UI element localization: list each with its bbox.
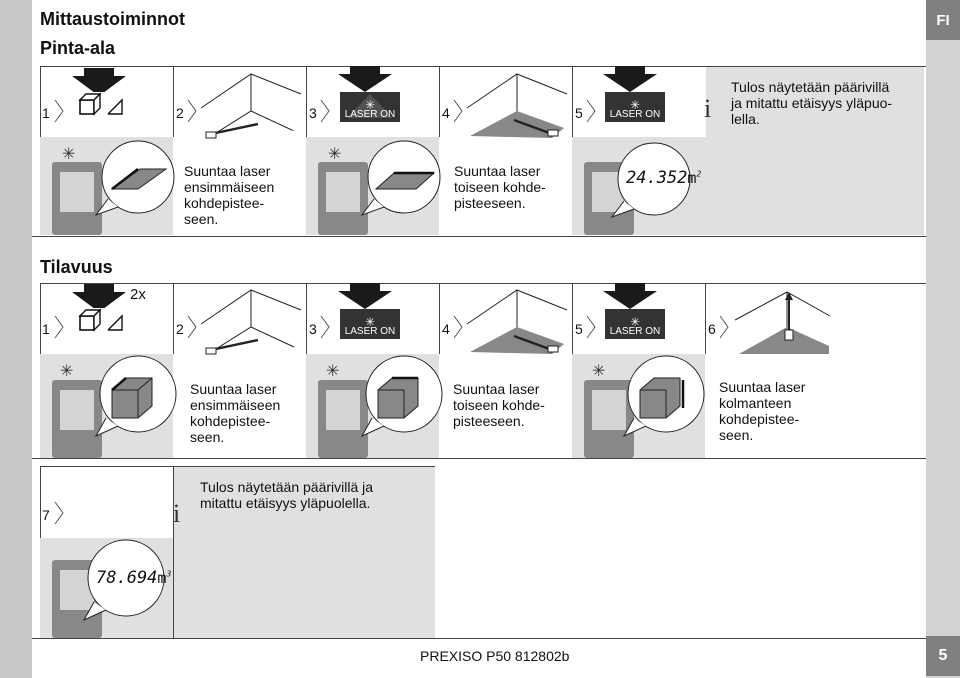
section-divider (32, 236, 926, 237)
svg-text:✳: ✳ (326, 361, 339, 380)
area-divider (40, 66, 926, 67)
laser-on-button-icon: ✳ (603, 66, 665, 122)
svg-text:✳: ✳ (60, 361, 73, 380)
area-info-panel (706, 67, 924, 235)
svg-text:✳: ✳ (630, 315, 640, 329)
info-icon: i (704, 94, 712, 123)
volume-step-5: 5 (575, 321, 583, 337)
info-icon: i (173, 499, 181, 528)
separator (173, 67, 174, 137)
room-diagram-second-point (466, 73, 568, 138)
laser-on-label: LASER ON (609, 326, 661, 337)
area-heading: Pinta-ala (40, 38, 116, 58)
area-step-2: 2 (176, 105, 184, 121)
separator (173, 284, 174, 354)
volume-step-3: 3 (309, 321, 317, 337)
laser-on-button-icon: ✳ (603, 283, 665, 339)
page-number: 5 (926, 636, 960, 676)
room-diagram-first-point (200, 289, 302, 355)
svg-text:✳: ✳ (328, 144, 341, 163)
separator (572, 67, 573, 137)
separator (173, 466, 174, 638)
area-step-3: 3 (309, 105, 317, 121)
device-second-point-icon: ✳ (318, 140, 441, 235)
device-result-icon (584, 142, 691, 235)
volume-step-2: 2 (176, 321, 184, 337)
svg-text:✳: ✳ (365, 315, 375, 329)
room-diagram-second-point (466, 289, 568, 354)
separator (306, 67, 307, 137)
volume-divider (40, 283, 926, 284)
right-margin-strip (926, 0, 960, 678)
area-result-display: 24.352m2 (626, 168, 702, 188)
language-tab: FI (926, 0, 960, 40)
press-count: 2x (130, 286, 146, 303)
volume-step-4: 4 (442, 321, 450, 337)
device-first-point-icon: ✳ (52, 140, 175, 235)
area-function-button-icon (70, 68, 132, 128)
separator (439, 284, 440, 354)
separator (40, 67, 41, 137)
svg-text:✳: ✳ (365, 98, 375, 112)
volume-result-display: 78.694m3 (96, 568, 172, 588)
svg-text:✳: ✳ (592, 361, 605, 380)
device-first-point-icon: ✳ (52, 355, 177, 458)
laser-on-label: LASER ON (344, 326, 396, 337)
separator (705, 284, 706, 354)
page-title: Mittaustoiminnot (40, 9, 185, 29)
volume-step-7: 7 (42, 507, 50, 523)
laser-on-button-icon: ✳ (338, 66, 400, 122)
volume-function-button-icon (70, 284, 132, 344)
room-diagram-first-point (200, 73, 302, 139)
volume-step-1: 1 (42, 321, 50, 337)
footer-text: PREXISO P50 812802b (420, 648, 570, 664)
step-7-divider (40, 466, 435, 467)
area-step-5: 5 (575, 105, 583, 121)
separator (306, 284, 307, 354)
area-step-1: 1 (42, 105, 50, 121)
footer-divider (32, 638, 926, 639)
device-volume-result-icon (52, 539, 165, 638)
volume-info-panel (174, 467, 435, 638)
device-third-point-icon: ✳ (584, 355, 705, 458)
left-margin-strip (0, 0, 32, 678)
laser-on-label: LASER ON (344, 109, 396, 120)
laser-on-label: LASER ON (609, 109, 661, 120)
section-divider (32, 458, 926, 459)
volume-heading: Tilavuus (40, 257, 113, 277)
separator (439, 67, 440, 137)
area-step-4: 4 (442, 105, 450, 121)
device-second-point-icon: ✳ (318, 355, 443, 458)
separator (572, 284, 573, 354)
volume-step-6: 6 (708, 321, 716, 337)
laser-on-button-icon: ✳ (338, 283, 400, 339)
separator (40, 284, 41, 354)
svg-text:✳: ✳ (630, 98, 640, 112)
svg-text:✳: ✳ (62, 144, 75, 163)
room-diagram-third-point (734, 291, 831, 354)
